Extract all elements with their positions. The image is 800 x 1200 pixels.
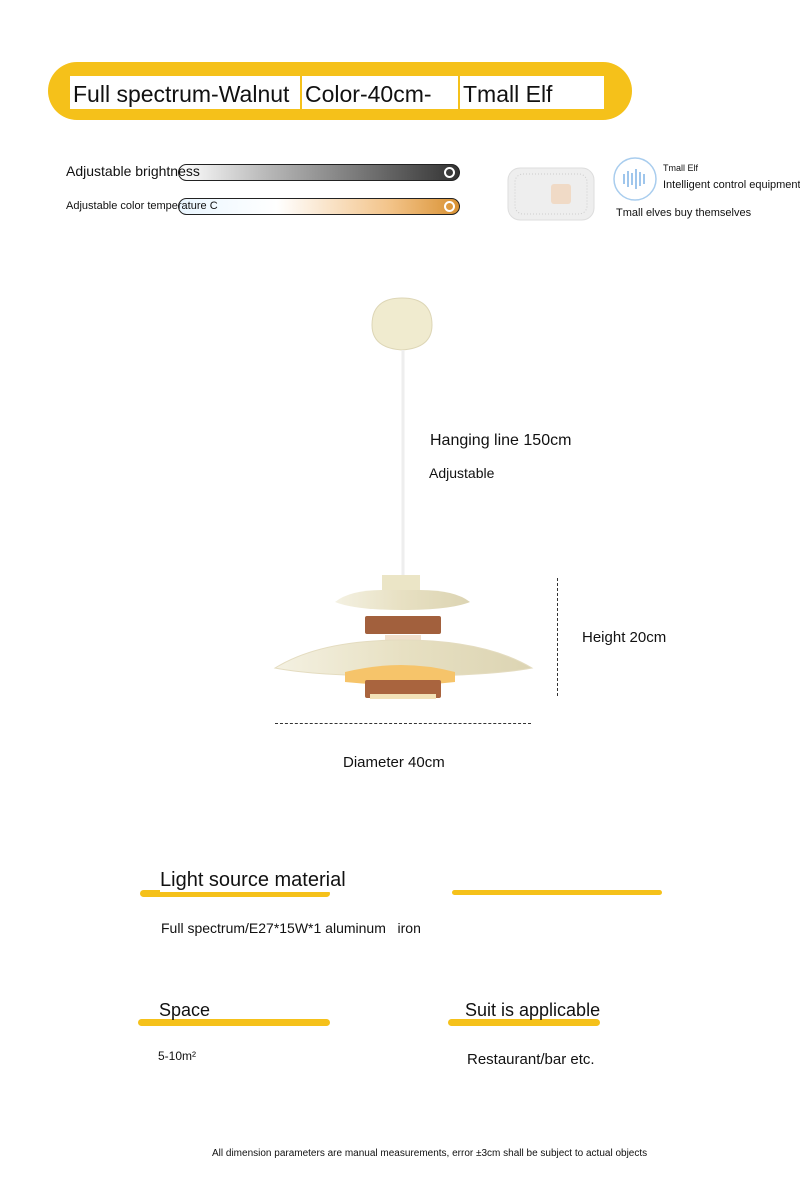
light-source-value: Full spectrum/E27*15W*1 aluminum iron <box>161 920 421 936</box>
tmall-title: Tmall Elf <box>663 163 699 173</box>
smart-control-icon <box>613 157 657 201</box>
section-underline <box>140 890 330 897</box>
suit-title: Suit is applicable <box>465 1000 601 1020</box>
hanging-line-label: Hanging line 150cm <box>430 432 572 449</box>
brightness-knob <box>444 167 455 178</box>
smart-speaker-image <box>507 167 595 221</box>
light-source-title: Light source material <box>160 869 350 892</box>
option-label: Color-40cm- <box>302 76 458 109</box>
color-temp-label: Adjustable color temperature C <box>66 200 218 212</box>
height-dimension-line <box>557 578 558 696</box>
brightness-bar <box>178 164 460 181</box>
section-underline <box>452 890 662 895</box>
adjustable-label: Adjustable <box>429 465 495 481</box>
option-label: Full spectrum-Walnut <box>70 76 300 109</box>
space-value: 5-10m² <box>158 1049 197 1063</box>
section-underline <box>448 1019 600 1026</box>
footer-note: All dimension parameters are manual meas… <box>212 1148 648 1159</box>
color-temp-knob <box>444 201 455 212</box>
section-underline <box>138 1019 330 1026</box>
space-title: Space <box>159 1000 211 1020</box>
tmall-note: Tmall elves buy themselves <box>616 207 752 219</box>
diameter-dimension-line <box>275 723 531 724</box>
suit-value: Restaurant/bar etc. <box>467 1051 595 1068</box>
color-temp-bar <box>178 198 460 215</box>
diameter-label: Diameter 40cm <box>343 754 445 771</box>
brightness-label: Adjustable brightness <box>66 163 200 179</box>
option-label: Tmall Elf <box>460 76 604 109</box>
pendant-lamp-image <box>273 297 534 699</box>
tmall-subtitle: Intelligent control equipment <box>663 179 800 191</box>
height-label: Height 20cm <box>582 629 667 646</box>
